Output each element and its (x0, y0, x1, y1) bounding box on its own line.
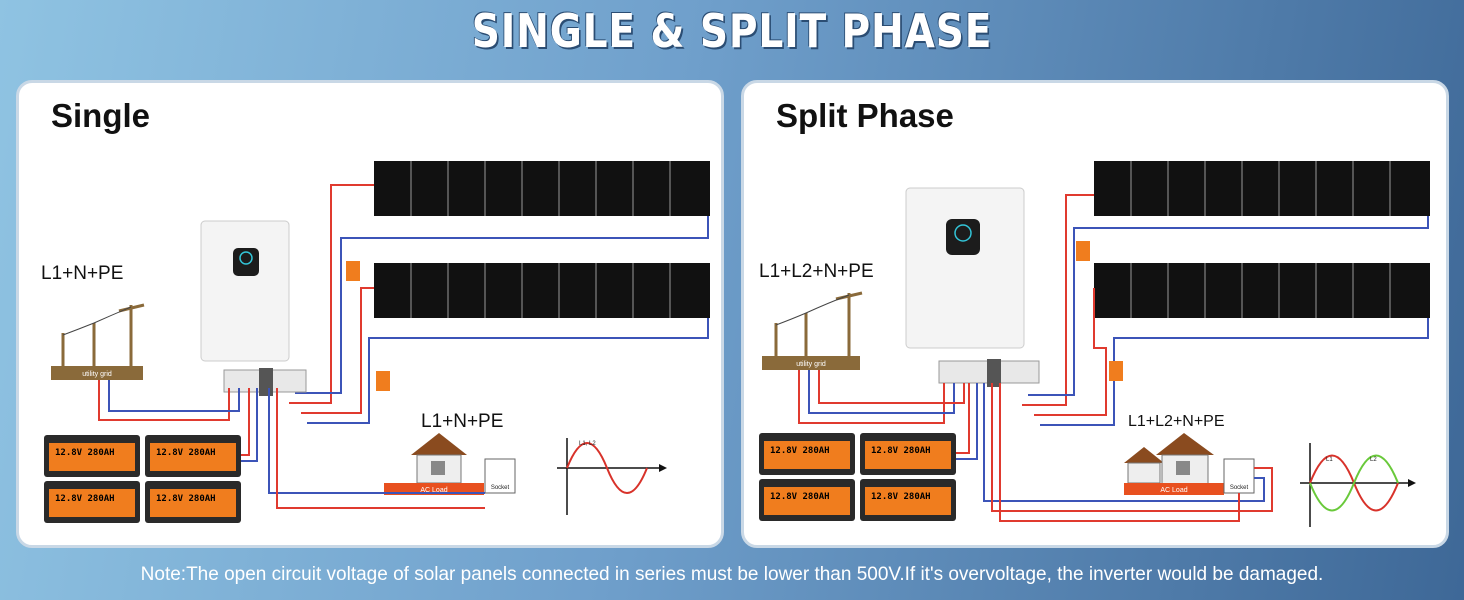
single-heading: Single (51, 97, 151, 134)
solar-array-bottom (374, 263, 710, 318)
utility-grid-label: utility grid (82, 371, 112, 378)
socket-label: Socket (1230, 485, 1249, 491)
utility-grid-icon: utility grid (762, 291, 863, 370)
waveform-label: L1, L2 (579, 441, 596, 447)
breaker-block (223, 368, 307, 396)
battery-1: 12.8V 280AH (759, 433, 855, 475)
single-phase-diagram: utility grid 12.8V 280AH 12.8V 280AH 12.… (44, 161, 710, 523)
waveform-l2-label: L2 (1370, 457, 1377, 463)
house-icon (411, 433, 467, 484)
page-title: SINGLE & SPLIT PHASE (471, 4, 993, 58)
voltage-note: Note:The open circuit voltage of solar p… (140, 564, 1324, 585)
breaker-block (938, 359, 1040, 387)
inverter (905, 187, 1025, 349)
socket-icon: Socket (484, 458, 516, 494)
battery-2-label: 12.8V 280AH (871, 446, 931, 456)
inverter (200, 220, 290, 362)
battery-2: 12.8V 280AH (860, 433, 956, 475)
single-phase-panel: utility grid 12.8V 280AH 12.8V 280AH 12.… (16, 80, 724, 548)
solar-array-top (374, 161, 710, 216)
surge-protector-1 (346, 261, 360, 281)
battery-1-label: 12.8V 280AH (770, 446, 830, 456)
socket-label: Socket (491, 485, 510, 491)
split-grid-config: L1+L2+N+PE (759, 261, 874, 282)
battery-3: 12.8V 280AH (44, 481, 140, 523)
solar-array-top (1094, 161, 1430, 216)
pv-wires (289, 184, 709, 424)
split-phase-panel: utility grid 12.8V 280AH 12.8V 280AH 12.… (741, 80, 1449, 548)
utility-grid-label: utility grid (796, 361, 826, 368)
single-grid-config: L1+N+PE (41, 263, 124, 284)
split-load-config: L1+L2+N+PE (1128, 413, 1225, 430)
battery-1: 12.8V 280AH (44, 435, 140, 477)
battery-2-label: 12.8V 280AH (156, 448, 216, 458)
battery-1-label: 12.8V 280AH (55, 448, 115, 458)
utility-grid-icon: utility grid (51, 303, 145, 380)
battery-3-label: 12.8V 280AH (770, 492, 830, 502)
waveform-l1-label: L1 (1326, 457, 1333, 463)
ac-load-label: AC Load (420, 487, 447, 494)
house-icon (1124, 433, 1214, 486)
battery-3-label: 12.8V 280AH (55, 494, 115, 504)
battery-bank: 12.8V 280AH 12.8V 280AH 12.8V 280AH 12.8… (759, 433, 956, 521)
surge-protector-1 (1076, 241, 1090, 261)
battery-2: 12.8V 280AH (145, 435, 241, 477)
split-heading: Split Phase (776, 97, 954, 134)
battery-4-label: 12.8V 280AH (156, 494, 216, 504)
ac-load-bar (1124, 483, 1224, 495)
ac-load-label: AC Load (1160, 487, 1187, 494)
battery-bank: 12.8V 280AH 12.8V 280AH 12.8V 280AH 12.8… (44, 435, 241, 523)
battery-4: 12.8V 280AH (860, 479, 956, 521)
battery-4: 12.8V 280AH (145, 481, 241, 523)
single-load-config: L1+N+PE (421, 411, 504, 432)
solar-array-bottom (1094, 263, 1430, 318)
socket-icon: Socket (1223, 458, 1255, 494)
battery-4-label: 12.8V 280AH (871, 492, 931, 502)
surge-protector-2 (376, 371, 390, 391)
surge-protector-2 (1109, 361, 1123, 381)
single-phase-waveform: L1, L2 (557, 438, 667, 515)
battery-3: 12.8V 280AH (759, 479, 855, 521)
split-phase-diagram: utility grid 12.8V 280AH 12.8V 280AH 12.… (759, 161, 1430, 527)
split-phase-waveform: L1 L2 (1300, 443, 1416, 527)
pv-wires (1022, 194, 1429, 426)
